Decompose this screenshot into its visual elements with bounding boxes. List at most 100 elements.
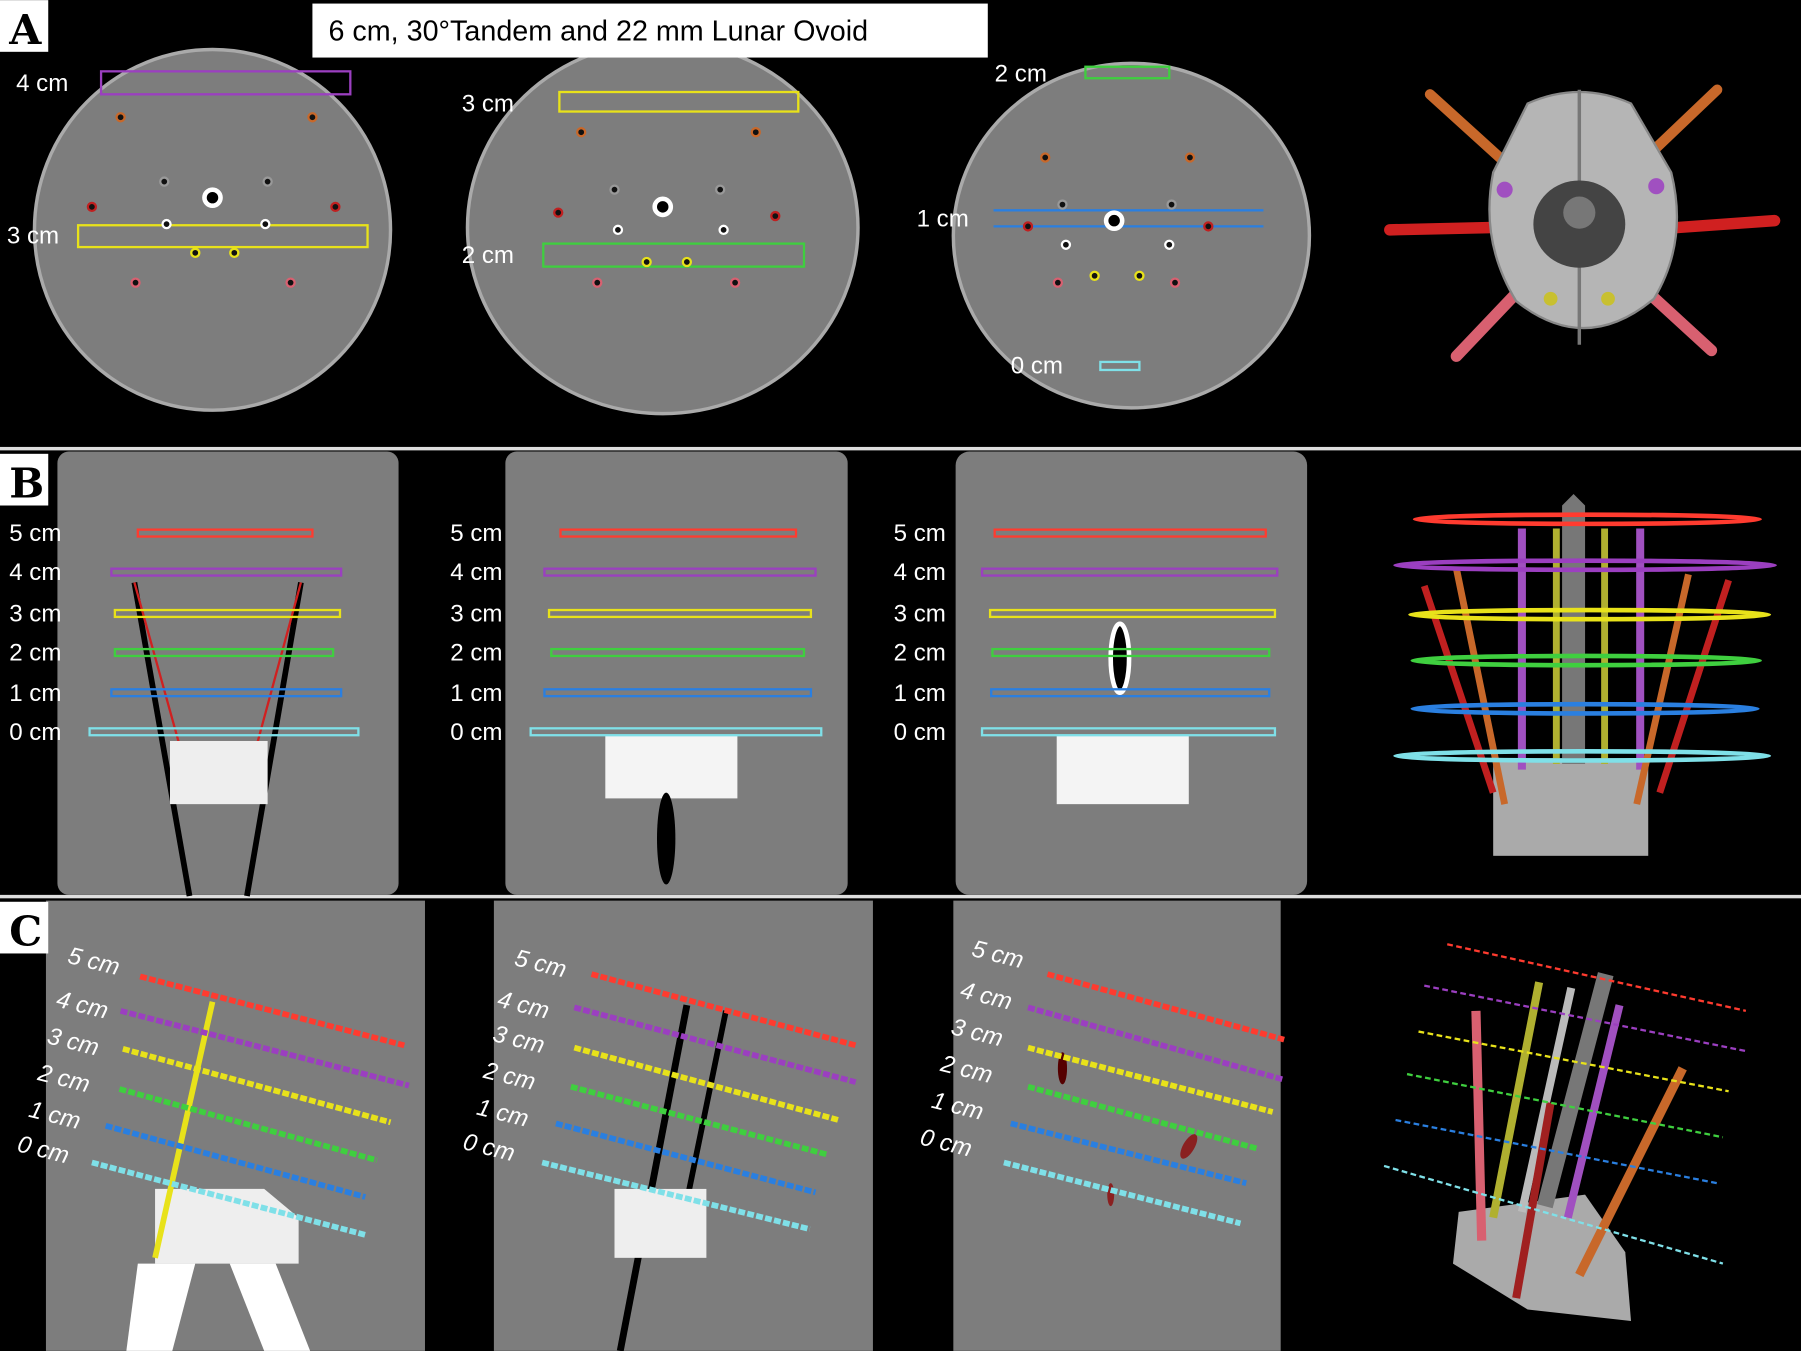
isodepth-ring	[1410, 701, 1760, 716]
depth-label: 0 cm	[1011, 352, 1063, 379]
isodepth-contour	[993, 528, 1267, 538]
catheter-marker	[161, 218, 172, 230]
isodepth-contour	[76, 224, 369, 249]
applicator-3d-render-oblique	[1383, 943, 1747, 1322]
catheter-marker	[609, 184, 620, 195]
catheter-marker	[681, 256, 693, 268]
catheter-marker	[307, 112, 318, 123]
catheter-marker	[1169, 277, 1181, 288]
isodepth-contour	[110, 567, 343, 577]
catheter-marker	[1203, 221, 1214, 232]
catheter-marker	[1089, 270, 1100, 281]
isodepth-contour	[122, 1046, 392, 1126]
depth-label: 3 cm	[450, 601, 502, 628]
row-b: 5 cm4 cm3 cm2 cm1 cm0 cm5 cm4 cm3 cm2 cm…	[9, 451, 1777, 897]
isodepth-contour	[988, 608, 1277, 619]
depth-label: 2 cm	[462, 242, 514, 269]
isodepth-contour	[1003, 1159, 1242, 1227]
row-a: 4 cm 3 cm 3 cm 2 cm 2 cm 1 cm 0 cm	[7, 39, 1781, 416]
isodepth-contour	[542, 242, 806, 268]
depth-label: 2 cm	[995, 61, 1047, 88]
depth-label: 1 cm	[894, 680, 946, 707]
catheter-marker	[612, 224, 624, 236]
catheter-marker	[260, 218, 271, 230]
isodepth-ring	[1393, 558, 1777, 573]
depth-label: 0 cm	[894, 719, 946, 746]
isodepth-contour	[980, 727, 1277, 737]
axial-slice-3	[951, 61, 1312, 410]
panel-label-c: C	[9, 906, 42, 955]
depth-label: 5 cm	[450, 520, 502, 547]
isodepth-contour	[541, 1159, 811, 1232]
depth-label: 4 cm	[450, 559, 502, 586]
isodepth-ring	[1410, 653, 1762, 668]
catheter-marker	[715, 184, 726, 195]
catheter-marker	[86, 201, 98, 213]
catheter-marker	[285, 277, 296, 288]
coronal-slice-1	[57, 451, 399, 895]
isodepth-contour	[99, 70, 352, 96]
tandem-marker	[652, 196, 674, 218]
catheter-marker	[576, 127, 587, 138]
isodepth-contour	[573, 1004, 857, 1085]
isodepth-contour	[1099, 360, 1141, 372]
depth-label: 1 cm	[917, 205, 969, 232]
title-box	[312, 3, 988, 58]
figure-title: 6 cm, 30°Tandem and 22 mm Lunar Ovoid	[328, 15, 868, 47]
isodepth-contour	[543, 567, 817, 577]
catheter-marker	[1052, 277, 1064, 288]
catheter-marker	[553, 207, 564, 218]
catheter-marker	[1057, 199, 1068, 210]
isodepth-contour	[104, 1122, 367, 1200]
catheter-marker	[1060, 239, 1072, 250]
coronal-slice-3	[955, 451, 1308, 895]
catheter-marker	[130, 277, 141, 288]
isodepth-contour	[113, 608, 342, 619]
applicator-3d-render-top	[1384, 84, 1781, 362]
depth-label: 4 cm	[9, 559, 61, 586]
tandem-marker	[1103, 210, 1125, 231]
catheter-marker	[1134, 270, 1145, 281]
catheter-marker	[770, 210, 781, 222]
isodepth-ring	[1446, 943, 1747, 1013]
isodepth-contour	[543, 688, 813, 698]
isodepth-contour	[1084, 65, 1171, 80]
catheter-marker	[330, 201, 341, 213]
isodepth-contour	[1046, 971, 1285, 1043]
catheter-marker	[262, 176, 273, 187]
catheter-marker	[718, 224, 729, 236]
catheter-marker	[159, 176, 170, 187]
catheter-marker	[1022, 221, 1034, 232]
depth-label: 1 cm	[450, 680, 502, 707]
isodepth-contour	[570, 1083, 828, 1158]
coronal-slice-2	[505, 451, 848, 895]
isodepth-ring	[1406, 1072, 1724, 1139]
axial-slice-1	[32, 47, 393, 412]
isodepth-contour	[1010, 1120, 1247, 1186]
isodepth-contour	[990, 688, 1271, 698]
depth-label: 3 cm	[7, 223, 59, 250]
row-c: 5 cm4 cm3 cm2 cm1 cm0 cm5 cm4 cm3 cm2 cm…	[15, 900, 1747, 1351]
isodepth-contour	[558, 90, 800, 113]
depth-label: 2 cm	[9, 640, 61, 667]
catheter-marker	[1040, 152, 1051, 163]
isodepth-contour	[555, 1120, 817, 1196]
depth-label: 2 cm	[894, 640, 946, 667]
isodepth-contour	[529, 727, 823, 737]
isodepth-ring	[1408, 607, 1772, 622]
depth-label: 4 cm	[16, 70, 68, 97]
isodepth-contour	[980, 567, 1279, 577]
isodepth-ring	[1412, 512, 1762, 527]
row-separator	[0, 894, 1801, 899]
isodepth-contour	[136, 528, 314, 538]
isodepth-contour	[91, 1159, 366, 1238]
catheter-marker	[1184, 152, 1196, 163]
depth-label: 3 cm	[9, 601, 61, 628]
isodepth-contour	[88, 727, 360, 737]
oblique-slice-3	[953, 900, 1281, 1351]
depth-label: 0 cm	[450, 719, 502, 746]
catheter-marker	[115, 112, 126, 123]
isodepth-ring	[1383, 1164, 1724, 1265]
isodepth-contour	[110, 688, 343, 698]
catheter-marker	[729, 277, 741, 288]
